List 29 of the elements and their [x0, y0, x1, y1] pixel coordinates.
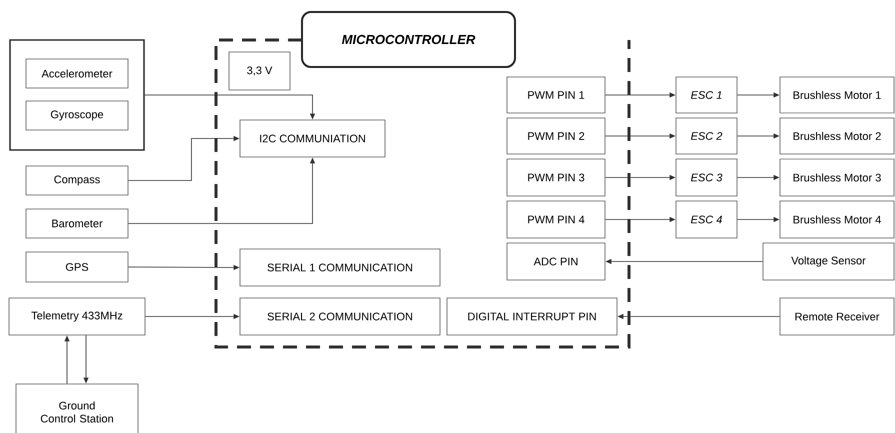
process-box: PWM PIN 3 — [506, 158, 606, 196]
process-box: ESC 3 — [676, 158, 738, 196]
process-box: ESC 4 — [676, 200, 738, 238]
process-box: SERIAL 1 COMMUNICATION — [240, 248, 440, 286]
process-box: Compass — [26, 166, 128, 196]
process-box: Accelerometer — [26, 58, 128, 88]
process-box: I2C COMMUNIATION — [240, 120, 386, 158]
process-box: Telemetry 433MHz — [8, 298, 146, 336]
process-box: ESC 1 — [676, 76, 738, 114]
process-box: Barometer — [26, 208, 128, 238]
process-box: Gyroscope — [26, 100, 128, 130]
process-box: SERIAL 2 COMMUNICATION — [240, 298, 440, 336]
title-box: MICROCONTROLLER — [301, 11, 516, 68]
process-box: Voltage Sensor — [762, 242, 894, 280]
process-box: GPS — [26, 252, 128, 282]
process-box: DIGITAL INTERRUPT PIN — [446, 298, 618, 336]
process-box: Brushless Motor 4 — [780, 200, 894, 238]
process-box: Brushless Motor 3 — [780, 158, 894, 196]
process-box: Brushless Motor 1 — [780, 76, 894, 114]
process-box: PWM PIN 2 — [506, 118, 606, 154]
process-box: PWM PIN 1 — [506, 76, 606, 114]
process-box: Ground Control Station — [16, 384, 138, 433]
process-box: ADC PIN — [506, 242, 606, 280]
sensor-group-box — [9, 39, 145, 151]
voltage-label-box: 3,3 V — [228, 52, 290, 90]
process-box: ESC 2 — [676, 118, 738, 154]
process-box: PWM PIN 4 — [506, 200, 606, 238]
process-box: Remote Receiver — [780, 298, 894, 336]
process-box: Brushless Motor 2 — [780, 118, 894, 154]
